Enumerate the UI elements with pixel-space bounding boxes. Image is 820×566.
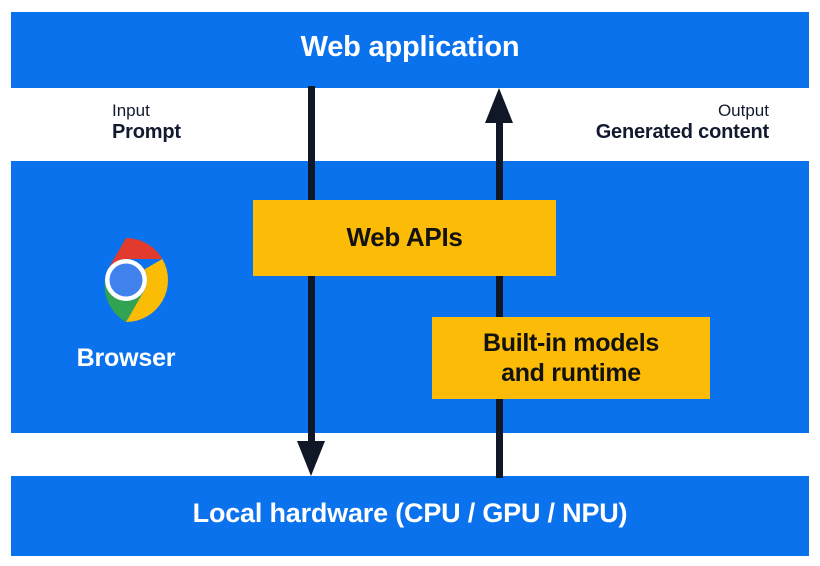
built-in-models-line2: and runtime — [501, 359, 641, 387]
chrome-logo-icon — [104, 238, 169, 322]
arrow-up-icon — [485, 88, 513, 478]
output-kind-text: Output — [717, 101, 769, 120]
built-in-models-box[interactable]: Built-in models and runtime — [432, 317, 710, 399]
output-flow-label: Output Generated content — [595, 101, 770, 144]
input-kind-text: Input — [112, 101, 150, 120]
output-value-text: Generated content — [595, 120, 770, 143]
arrow-down-icon — [297, 86, 325, 476]
built-in-models-line1: Built-in models — [482, 328, 660, 357]
input-flow-label: Input Prompt — [112, 101, 181, 144]
web-apis-label: Web APIs — [346, 222, 463, 253]
web-apis-box[interactable]: Web APIs — [253, 200, 556, 276]
local-hardware-label: Local hardware (CPU / GPU / NPU) — [192, 498, 628, 528]
browser-label: Browser — [76, 344, 176, 372]
browser-identity-block: Browser — [77, 236, 176, 373]
web-application-layer — [11, 12, 809, 88]
built-in-models-label: Built-in models and runtime — [483, 328, 659, 389]
input-value-text: Prompt — [112, 120, 181, 143]
local-hardware-layer — [11, 476, 809, 556]
web-application-label: Web application — [300, 31, 520, 63]
